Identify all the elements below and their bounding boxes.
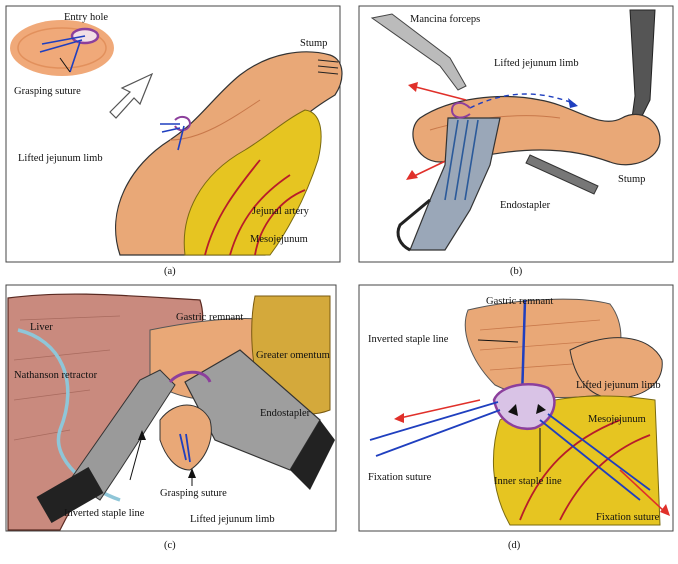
panel-a-drawing: [10, 20, 343, 256]
label-lifted-jejunum-d: Lifted jejunum limb: [576, 380, 661, 391]
label-stump-a: Stump: [300, 38, 328, 49]
inverted-staple-line-d: [520, 299, 527, 399]
label-lifted-jejunum-c: Lifted jejunum limb: [190, 514, 275, 525]
red-arrow-upper: [411, 85, 467, 101]
label-jejunal-artery: Jejunal artery: [252, 206, 309, 217]
caption-b: (b): [510, 266, 523, 277]
label-inner-staple-line: Inner staple line: [494, 476, 562, 487]
label-lifted-jejunum-b: Lifted jejunum limb: [494, 58, 579, 69]
label-entry-hole: Entry hole: [64, 12, 109, 23]
caption-a: (a): [164, 266, 176, 277]
label-mancina-forceps: Mancina forceps: [410, 14, 481, 25]
fixation-suture-right: [539, 413, 651, 501]
label-mesojejunum-a: Mesojejunum: [250, 234, 308, 245]
anastomosis: [492, 382, 556, 431]
nathanson-retractor: [69, 369, 176, 501]
jejunum-limb-d: [569, 337, 663, 399]
label-grasping-suture-a: Grasping suture: [14, 86, 81, 97]
caption-d: (d): [508, 540, 521, 551]
label-grasping-suture-c: Grasping suture: [160, 488, 227, 499]
caption-c: (c): [164, 540, 176, 551]
label-endostapler-b: Endostapler: [500, 200, 551, 211]
label-fixation-suture-right: Fixation suture: [596, 512, 660, 523]
jejunum-limb-c: [159, 404, 212, 471]
fixation-suture-left: [369, 401, 501, 457]
label-inverted-staple-line-c: Inverted staple line: [64, 508, 145, 519]
panel-d-drawing: [369, 298, 670, 526]
label-mesojejunum-d: Mesojejunum: [588, 414, 646, 425]
label-inverted-staple-line-d: Inverted staple line: [368, 334, 449, 345]
label-lifted-jejunum-a: Lifted jejunum limb: [18, 153, 103, 164]
endostapler-b: [409, 117, 501, 251]
label-nathanson-retractor: Nathanson retractor: [14, 370, 98, 381]
mancina-forceps: [370, 13, 467, 91]
hollow-arrow: [109, 72, 154, 119]
panel-b-drawing: [370, 9, 661, 252]
label-endostapler-c: Endostapler: [260, 408, 311, 419]
label-gastric-remnant-c: Gastric remnant: [176, 312, 244, 323]
label-fixation-suture-left: Fixation suture: [368, 472, 432, 483]
jejunum-limb-a: [115, 51, 343, 256]
label-liver: Liver: [30, 322, 53, 333]
blue-dashed-arrow: [469, 93, 576, 109]
label-gastric-remnant-d: Gastric remnant: [486, 296, 554, 307]
label-greater-omentum: Greater omentum: [256, 350, 330, 361]
label-stump-b: Stump: [618, 174, 646, 185]
panel-c-drawing: [7, 293, 335, 531]
